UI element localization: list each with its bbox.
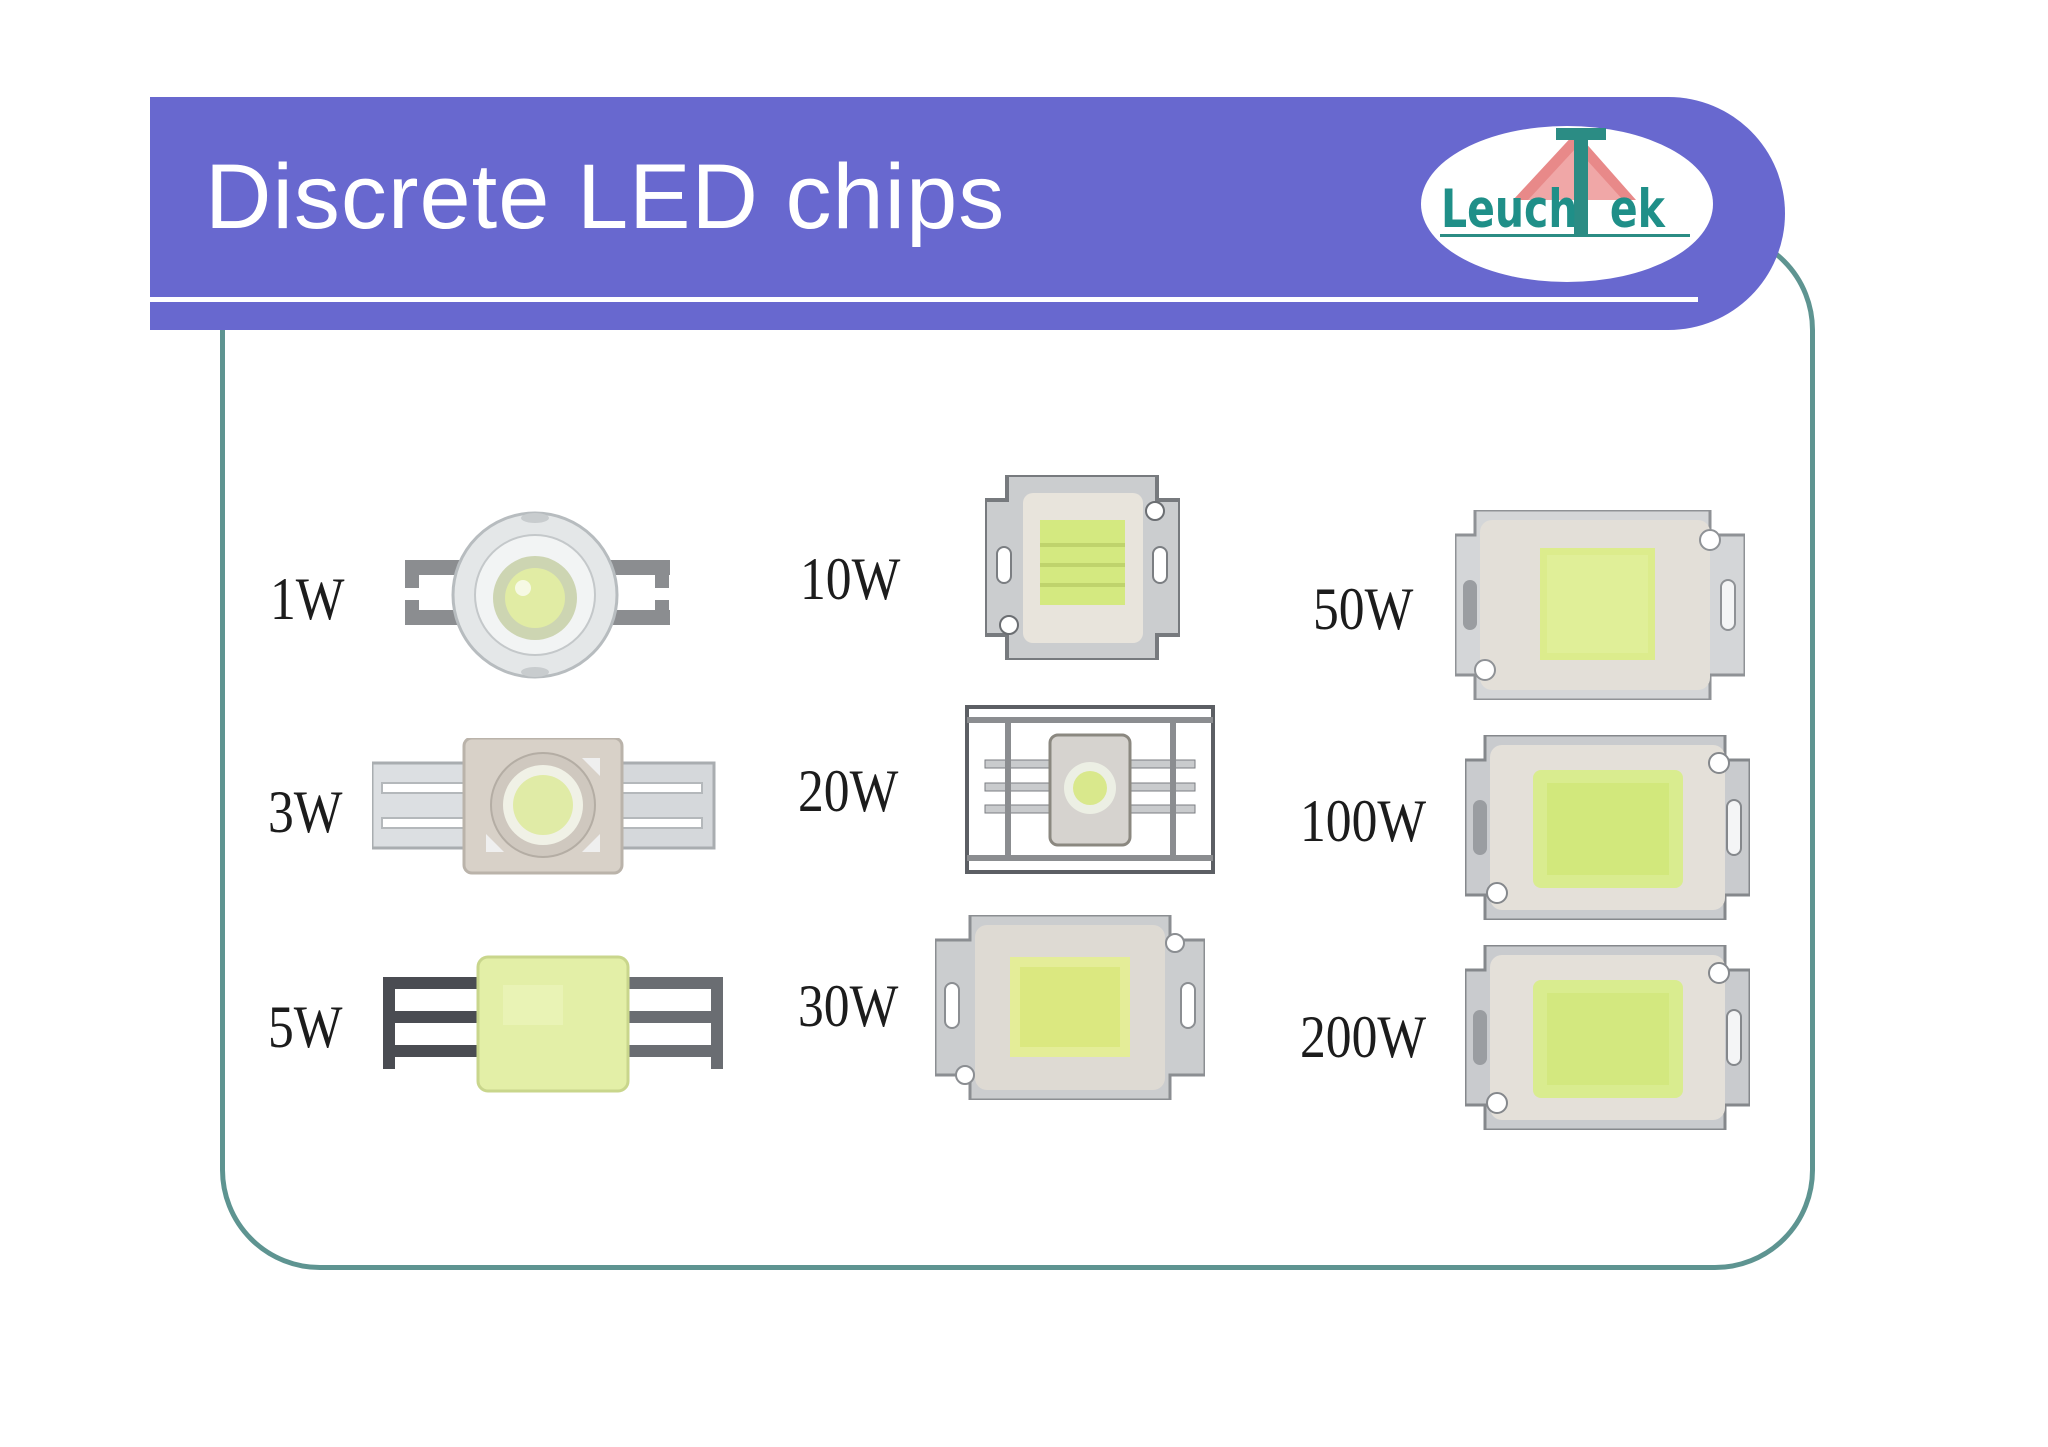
chip-label-1w: 1W — [270, 566, 345, 632]
led-chip-5w — [383, 955, 723, 1093]
chip-label-200w: 200W — [1300, 1004, 1427, 1070]
slide-title: Discrete LED chips — [205, 146, 1006, 248]
led-chip-20w — [965, 705, 1215, 874]
chip-label-30w: 30W — [798, 973, 899, 1039]
led-chip-100w — [1465, 735, 1750, 920]
logo-text-left: Leuch — [1441, 179, 1578, 240]
chip-label-50w: 50W — [1313, 576, 1414, 642]
chip-label-20w: 20W — [798, 758, 899, 824]
led-chip-3w — [372, 738, 716, 875]
chip-label-5w: 5W — [268, 994, 343, 1060]
chip-label-3w: 3W — [268, 779, 343, 845]
led-chip-200w — [1465, 945, 1750, 1130]
led-chip-10w — [985, 475, 1180, 660]
chip-label-100w: 100W — [1300, 788, 1427, 854]
logo-text-right: ek — [1610, 179, 1667, 240]
led-chip-1w — [405, 511, 670, 679]
led-chip-50w — [1455, 510, 1745, 700]
chip-label-10w: 10W — [800, 546, 901, 612]
led-chip-30w — [935, 915, 1205, 1100]
title-underline — [150, 297, 1698, 302]
leuchtek-logo: Leuch ek — [1421, 126, 1713, 282]
